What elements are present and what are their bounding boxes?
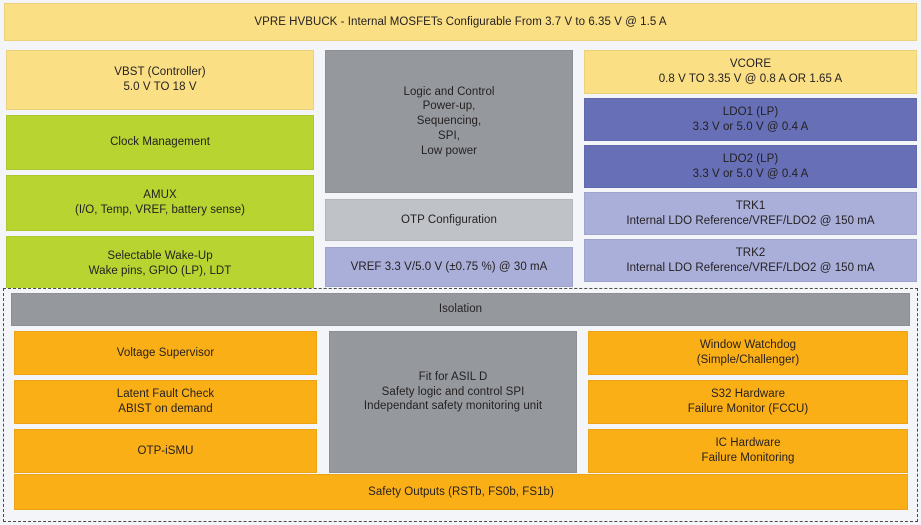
safety-right-column: Window Watchdog (Simple/Challenger) S32 … xyxy=(588,331,908,473)
block-line: Fit for ASIL D xyxy=(418,371,488,383)
block-line: Wake pins, GPIO (LP), LDT xyxy=(88,264,232,277)
block-line: OTP Configuration xyxy=(401,213,497,226)
safety-middle-column: Fit for ASIL D Safety logic and control … xyxy=(329,331,577,473)
block-ldo2: LDO2 (LP) 3.3 V or 5.0 V @ 0.4 A xyxy=(584,145,917,188)
block-vcore: VCORE 0.8 V TO 3.35 V @ 0.8 A OR 1.65 A xyxy=(584,50,917,94)
block-otp-configuration: OTP Configuration xyxy=(325,199,573,241)
block-line: LDO2 (LP) xyxy=(722,152,779,165)
block-line: LDO1 (LP) xyxy=(722,105,779,118)
block-line: Failure Monitoring xyxy=(701,452,795,464)
block-logic-and-control: Logic and Control Power-up, Sequencing, … xyxy=(325,50,573,193)
block-line: TRK1 xyxy=(735,199,766,212)
block-line: Clock Management xyxy=(110,136,210,149)
block-line: Logic and Control xyxy=(403,85,495,98)
middle-column: Logic and Control Power-up, Sequencing, … xyxy=(325,50,573,287)
block-trk2: TRK2 Internal LDO Reference/VREF/LDO2 @ … xyxy=(584,239,917,282)
block-line: Safety Outputs (RSTb, FS0b, FS1b) xyxy=(368,485,554,498)
block-line: Independant safety monitoring unit xyxy=(363,400,543,413)
block-amux: AMUX (I/O, Temp, VREF, battery sense) xyxy=(6,175,314,231)
block-line: Selectable Wake-Up xyxy=(107,249,213,262)
block-s32-hardware-failure-monitor: S32 Hardware Failure Monitor (FCCU) xyxy=(588,380,908,424)
block-line: Internal LDO Reference/VREF/LDO2 @ 150 m… xyxy=(626,261,875,274)
block-line: Power-up, xyxy=(422,100,476,113)
block-line: IC Hardware xyxy=(715,437,781,450)
block-line: S32 Hardware xyxy=(710,388,786,401)
left-column: VBST (Controller) 5.0 V TO 18 V Clock Ma… xyxy=(6,50,314,291)
block-line: Internal LDO Reference/VREF/LDO2 @ 150 m… xyxy=(626,214,875,227)
block-line: Sequencing, xyxy=(416,115,482,128)
block-line: VBST (Controller) xyxy=(114,66,206,79)
block-line: 0.8 V TO 3.35 V @ 0.8 A OR 1.65 A xyxy=(658,73,843,85)
block-vbst: VBST (Controller) 5.0 V TO 18 V xyxy=(6,50,314,110)
block-ic-hardware-failure-monitoring: IC Hardware Failure Monitoring xyxy=(588,429,908,473)
block-line: Failure Monitor (FCCU) xyxy=(687,403,809,415)
block-otp-ismu: OTP-iSMU xyxy=(14,429,317,473)
block-voltage-supervisor: Voltage Supervisor xyxy=(14,331,317,375)
block-line: AMUX xyxy=(143,189,177,202)
block-line: Window Watchdog xyxy=(699,339,797,352)
block-line: 5.0 V TO 18 V xyxy=(123,81,197,93)
block-line: Safety logic and control SPI xyxy=(381,385,525,398)
block-line: Voltage Supervisor xyxy=(116,346,215,359)
block-line: (I/O, Temp, VREF, battery sense) xyxy=(74,204,246,216)
block-line: Isolation xyxy=(438,303,483,316)
block-line: (Simple/Challenger) xyxy=(696,354,800,366)
block-clock-management: Clock Management xyxy=(6,115,314,170)
isolation-region: Isolation Voltage Supervisor Latent Faul… xyxy=(3,288,918,522)
block-line: SPI, xyxy=(438,129,460,142)
block-line: Low power xyxy=(420,144,478,157)
block-latent-fault-check: Latent Fault Check ABIST on demand xyxy=(14,380,317,424)
block-line: VCORE xyxy=(729,58,772,71)
block-trk1: TRK1 Internal LDO Reference/VREF/LDO2 @ … xyxy=(584,192,917,235)
block-isolation: Isolation xyxy=(11,293,910,326)
block-selectable-wake-up: Selectable Wake-Up Wake pins, GPIO (LP),… xyxy=(6,236,314,291)
block-safety-outputs: Safety Outputs (RSTb, FS0b, FS1b) xyxy=(14,474,908,510)
block-line: VREF 3.3 V/5.0 V (±0.75 %) @ 30 mA xyxy=(350,260,548,273)
block-line: 3.3 V or 5.0 V @ 0.4 A xyxy=(692,167,809,180)
block-line: 3.3 V or 5.0 V @ 0.4 A xyxy=(692,120,809,133)
block-line: ABIST on demand xyxy=(118,403,213,415)
block-vref: VREF 3.3 V/5.0 V (±0.75 %) @ 30 mA xyxy=(325,247,573,287)
block-asil-d-safety-unit: Fit for ASIL D Safety logic and control … xyxy=(329,331,577,473)
block-window-watchdog: Window Watchdog (Simple/Challenger) xyxy=(588,331,908,375)
safety-left-column: Voltage Supervisor Latent Fault Check AB… xyxy=(14,331,317,473)
block-ldo1: LDO1 (LP) 3.3 V or 5.0 V @ 0.4 A xyxy=(584,98,917,141)
block-line: TRK2 xyxy=(735,246,766,259)
header-vpre-hvbuck: VPRE HVBUCK - Internal MOSFETs Configura… xyxy=(4,3,917,41)
header-title: VPRE HVBUCK - Internal MOSFETs Configura… xyxy=(254,15,667,28)
block-line: Latent Fault Check xyxy=(116,388,215,401)
block-line: OTP-iSMU xyxy=(137,444,194,457)
right-column: VCORE 0.8 V TO 3.35 V @ 0.8 A OR 1.65 A … xyxy=(584,50,917,282)
